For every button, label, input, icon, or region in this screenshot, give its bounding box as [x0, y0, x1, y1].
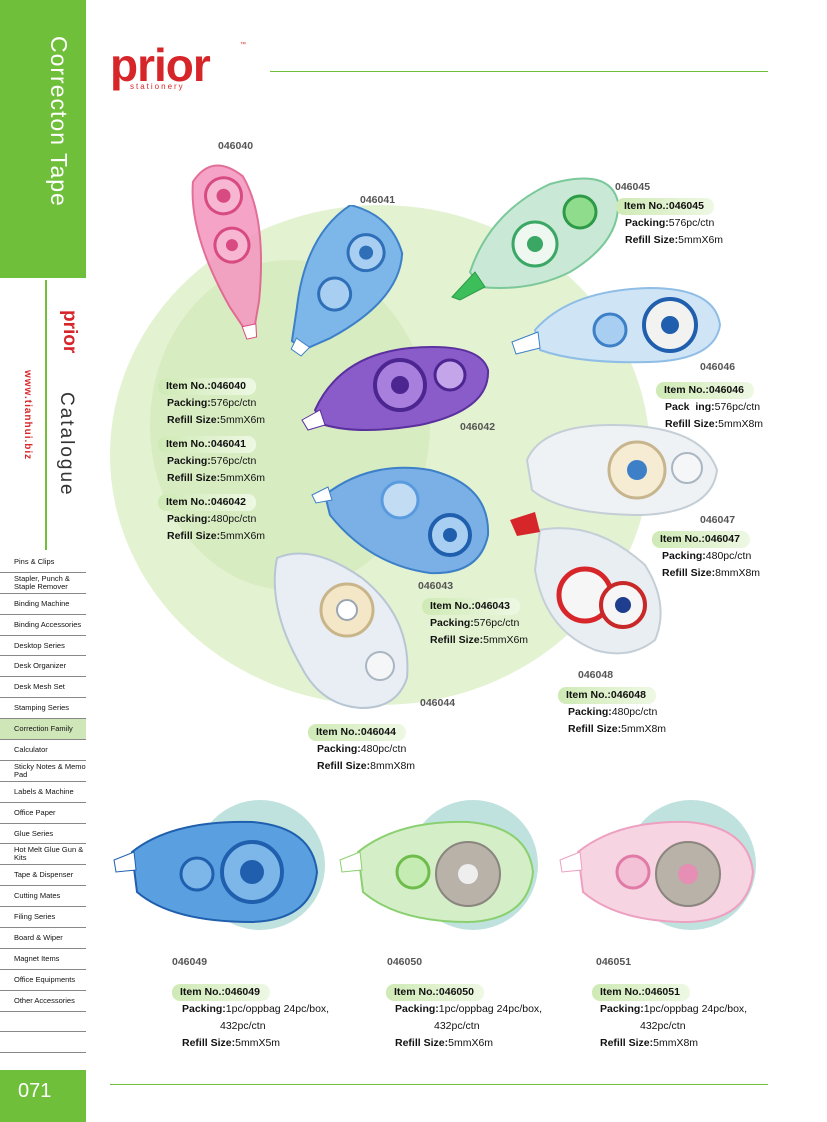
- product-code: 046045: [615, 181, 651, 193]
- sidebar-logo: prior: [58, 310, 80, 370]
- sidebar-catalogue-text: Catalogue: [56, 392, 77, 497]
- product-info-046041: Item No.:046041 Packing:576pc/ctn Refill…: [158, 436, 265, 487]
- product-info-046044: Item No.:046044 Packing:480pc/ctn Refill…: [308, 724, 415, 775]
- menu-item[interactable]: Hot Melt Glue Gun & Kits: [0, 844, 86, 866]
- product-code: 046047: [700, 514, 736, 526]
- footer-rule: [110, 1084, 768, 1085]
- section-title: Correcton Tape: [45, 36, 79, 256]
- menu-item[interactable]: Filing Series: [0, 907, 86, 929]
- menu-item[interactable]: Other Accessories: [0, 991, 86, 1012]
- item-number-label: Item No.:046048: [558, 687, 656, 704]
- product-info-046045: Item No.:046045 Packing:576pc/ctn Refill…: [616, 198, 723, 249]
- menu-spacer: [0, 1032, 86, 1054]
- product-image-046046: [511, 286, 722, 364]
- product-code: 046044: [420, 697, 456, 709]
- sidebar-divider: [45, 280, 47, 550]
- menu-item[interactable]: Calculator: [0, 740, 86, 761]
- page-number: 071: [18, 1080, 52, 1102]
- item-number-label: Item No.:046047: [652, 531, 750, 548]
- menu-item[interactable]: Binding Accessories: [0, 615, 86, 636]
- menu-item[interactable]: Stapler, Punch & Staple Remover: [0, 573, 86, 594]
- product-code: 046043: [418, 580, 454, 592]
- menu-item[interactable]: Desktop Series: [0, 636, 86, 657]
- product-info-046051: Item No.:046051 Packing:1pc/oppbag 24pc/…: [592, 984, 747, 1052]
- product-image-046050: [339, 820, 535, 924]
- product-info-046046: Item No.:046046 Pack ing:576pc/ctn Refil…: [656, 382, 763, 433]
- sidebar-header-block: [0, 0, 86, 278]
- product-image-046051: [559, 820, 755, 924]
- product-image-046045: [451, 177, 620, 301]
- menu-item[interactable]: Magnet Items: [0, 949, 86, 970]
- product-image-046044: [273, 552, 409, 710]
- item-number-label: Item No.:046040: [158, 378, 256, 395]
- menu-item[interactable]: Tape & Dispenser: [0, 865, 86, 887]
- menu-item[interactable]: Binding Machine: [0, 594, 86, 615]
- page-number-block: [0, 1070, 86, 1122]
- menu-spacer: [0, 1012, 86, 1033]
- sidebar-url[interactable]: www.tianhui.biz: [22, 370, 33, 465]
- product-info-046047: Item No.:046047 Packing:480pc/ctn Refill…: [652, 531, 760, 582]
- product-code: 046040: [218, 140, 254, 152]
- item-number-label: Item No.:046050: [386, 984, 484, 1001]
- item-number-label: Item No.:046046: [656, 382, 754, 399]
- item-number-label: Item No.:046044: [308, 724, 406, 741]
- sidebar-catalogue: Catalogue: [55, 392, 77, 502]
- item-number-label: Item No.:046041: [158, 436, 256, 453]
- product-code: 046049: [172, 956, 208, 968]
- product-code: 046051: [596, 956, 632, 968]
- item-number-label: Item No.:046051: [592, 984, 690, 1001]
- header-rule: [270, 71, 768, 72]
- product-info-046048: Item No.:046048 Packing:480pc/ctn Refill…: [558, 687, 666, 738]
- item-number-label: Item No.:046045: [616, 198, 714, 215]
- category-menu: Pins & Clips Stapler, Punch & Staple Rem…: [0, 552, 86, 1054]
- product-image-046040: [191, 164, 263, 340]
- menu-item[interactable]: Board & Wiper: [0, 928, 86, 949]
- product-code: 046042: [460, 421, 496, 433]
- menu-item[interactable]: Sticky Notes & Memo Pad: [0, 761, 86, 782]
- menu-item[interactable]: Pins & Clips: [0, 552, 86, 573]
- product-info-046040: Item No.:046040 Packing:576pc/ctn Refill…: [158, 378, 265, 429]
- product-code: 046048: [578, 669, 614, 681]
- product-code: 046046: [700, 361, 736, 373]
- product-code: 046041: [360, 194, 396, 206]
- brand-trademark: ™: [240, 42, 246, 48]
- product-image-046041: [290, 205, 404, 357]
- menu-item[interactable]: Stamping Series: [0, 698, 86, 720]
- product-info-046042: Item No.:046042 Packing:480pc/ctn Refill…: [158, 494, 265, 545]
- menu-item[interactable]: Office Equipments: [0, 970, 86, 991]
- product-image-046048: [510, 512, 662, 655]
- menu-item[interactable]: Desk Organizer: [0, 656, 86, 678]
- brand-subtitle: stationery: [130, 82, 185, 91]
- sidebar-logo-text: prior: [59, 310, 80, 354]
- product-info-046050: Item No.:046050 Packing:1pc/oppbag 24pc/…: [386, 984, 542, 1052]
- sidebar-url-text: www.tianhui.biz: [22, 370, 33, 461]
- product-code: 046050: [387, 956, 423, 968]
- item-number-label: Item No.:046042: [158, 494, 256, 511]
- menu-item[interactable]: Glue Series: [0, 824, 86, 845]
- product-image-046047: [525, 423, 719, 517]
- menu-item[interactable]: Cutting Mates: [0, 886, 86, 908]
- menu-item[interactable]: Labels & Machine: [0, 782, 86, 803]
- section-title-text: Correcton Tape: [46, 36, 72, 207]
- product-info-046043: Item No.:046043 Packing:576pc/ctn Refill…: [422, 598, 528, 649]
- product-image-046049: [113, 820, 319, 924]
- menu-item[interactable]: Desk Mesh Set: [0, 677, 86, 699]
- menu-item[interactable]: Office Paper: [0, 803, 86, 824]
- item-number-label: Item No.:046049: [172, 984, 270, 1001]
- product-image-046043: [311, 466, 490, 575]
- brand-logo: prior: [110, 39, 211, 91]
- item-number-label: Item No.:046043: [422, 598, 520, 615]
- menu-item-active[interactable]: Correction Family: [0, 719, 86, 741]
- product-info-046049: Item No.:046049 Packing:1pc/oppbag 24pc/…: [172, 984, 329, 1052]
- product-image-046042: [301, 345, 490, 431]
